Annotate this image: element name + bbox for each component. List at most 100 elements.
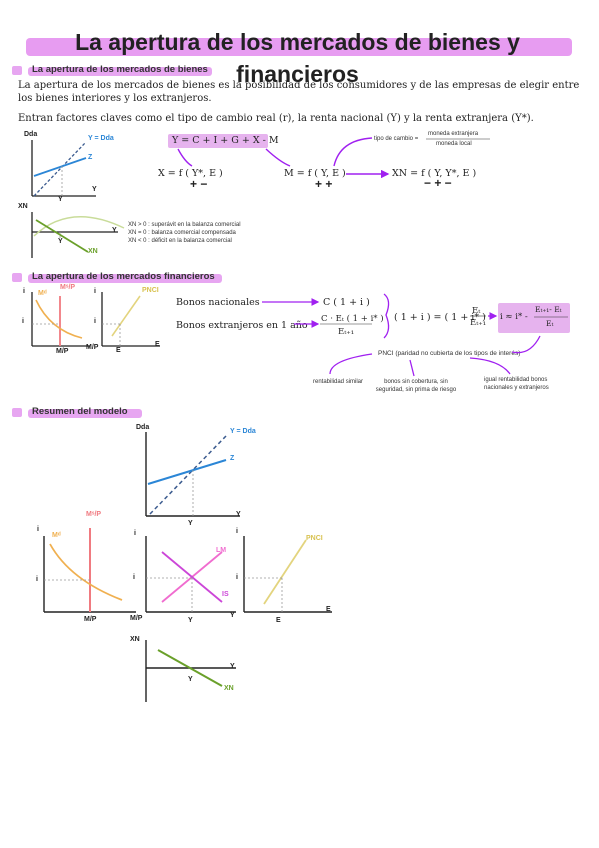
g1-axis-y: Y <box>92 186 97 193</box>
graph-pnci <box>101 292 160 347</box>
pnci-branch-left <box>329 353 373 375</box>
graph-goods-demand <box>31 140 96 197</box>
s1-z-line <box>147 459 227 485</box>
s5-axis-xn: XN <box>130 636 140 643</box>
intro-paragraph-1: La apertura de los mercados de bienes es… <box>18 80 580 104</box>
summary-goods-demand <box>145 432 240 517</box>
s3-axis-i: i <box>134 530 136 537</box>
s1-ydda-line <box>149 435 227 515</box>
s3-is-line <box>161 551 223 603</box>
imports-equation: M = f ( Y, E ) <box>284 168 346 179</box>
s3-axis-y: Y <box>230 612 235 619</box>
intro-paragraph-2: Entran factores claves como el tipo de c… <box>18 113 534 124</box>
s3-curve-lm-label: LM <box>216 547 227 554</box>
graph-net-exports <box>31 212 125 258</box>
xn-note-surplus: XN > 0 : superávit en la balanza comerci… <box>128 222 241 228</box>
arrow-is-to-x <box>177 148 193 167</box>
approx-highlight <box>498 303 570 333</box>
xn-note-balanced: XN = 0 : balanza comercial compensada <box>128 230 236 236</box>
g4-axis-i: i <box>94 288 96 295</box>
s2-axis-i: i <box>37 526 39 533</box>
g2-axis-xn: XN <box>18 203 28 210</box>
finance-brace <box>383 293 390 339</box>
g3-md-curve <box>35 299 83 339</box>
s2-tick-i: i <box>36 576 38 583</box>
g3-curve-md-label: Mᵈ <box>38 290 47 297</box>
s1-curve-ydda-label: Y = Dda <box>230 428 256 435</box>
s4-axis-e: E <box>326 606 331 613</box>
s5-tick-y: Y <box>188 676 193 683</box>
approx-numerator: Eₜ₊₁- Eₜ <box>535 305 562 314</box>
arrow-e-to-exchange-rate <box>333 137 373 167</box>
net-exports-signs: − + − <box>424 176 452 190</box>
bonos-extranjeros-label: Bonos extranjeros en 1 año <box>176 320 308 331</box>
s5-axis-y: Y <box>230 663 235 670</box>
g4-pnci-line <box>111 295 141 337</box>
approx-denominator: Eₜ <box>546 319 554 328</box>
g1-curve-ydda-label: Y = Dda <box>88 135 114 142</box>
bonos-nacionales-value: C ( 1 + i ) <box>323 297 370 308</box>
g4-tick-e: E <box>116 347 121 354</box>
igual-rentabilidad-note: igual rentabilidad bonos nacionales y ex… <box>484 377 549 391</box>
section-header-summary: Resumen del modelo <box>12 405 142 419</box>
bonos-extranjeros-denominator: Eₜ₊₁ <box>338 327 355 337</box>
s2-md-curve <box>49 543 123 601</box>
parity-equation: ( 1 + i ) = ( 1 + i* ) <box>394 312 486 323</box>
s1-curve-z-label: Z <box>230 455 235 462</box>
g2-curve-xn-label: XN <box>88 248 98 255</box>
g1-tick-y: Y <box>58 196 63 203</box>
parity-denominator: Eₜ₊₁ <box>470 318 487 328</box>
section-header-goods: La apertura de los mercados de bienes <box>12 63 212 77</box>
g1-z-line <box>33 157 87 177</box>
s2-axis-mp: M/P <box>130 615 143 622</box>
finance-arrows <box>262 293 568 377</box>
arrow-approx-to-pnci <box>511 335 541 354</box>
g4-axis-e: E <box>155 341 160 348</box>
summary-is-lm <box>145 536 236 613</box>
net-exports-equation: XN = f ( Y, Y*, E ) <box>392 168 477 179</box>
imports-signs: + + <box>315 177 333 191</box>
g2-axis-y: Y <box>112 227 117 234</box>
pnci-branch-mid <box>409 359 415 377</box>
s5-curve-xn-label: XN <box>224 685 234 692</box>
section-header-financial: La apertura de los mercados financieros <box>12 270 222 284</box>
bonos-nacionales-label: Bonos nacionales <box>176 297 260 308</box>
g2-xn-line <box>35 219 89 253</box>
is-equation: Y = C + I + G + X - M <box>172 135 279 146</box>
s1-axis-y: Y <box>236 511 241 518</box>
s2-curve-ms-label: Mˢ/P <box>86 511 102 518</box>
s4-curve-pnci-label: PNCI <box>306 535 323 542</box>
summary-net-exports <box>145 640 236 702</box>
g1-curve-z-label: Z <box>88 154 93 161</box>
g1-ydda-line <box>33 141 87 197</box>
exports-equation: X = f ( Y*, E ) <box>158 168 223 179</box>
s1-tick-y: Y <box>188 520 193 527</box>
exchange-rate-numerator: moneda extranjera <box>428 131 479 137</box>
summary-money-market <box>43 528 136 613</box>
s1-axis-dda: Dda <box>136 424 150 431</box>
g4-tick-i: i <box>94 318 96 325</box>
exchange-rate-denominator: moneda local <box>436 141 472 147</box>
exports-signs: + − <box>190 177 208 191</box>
s4-tick-i: i <box>236 574 238 581</box>
g1-axis-dda: Dda <box>24 131 38 138</box>
g3-axis-i: i <box>23 288 25 295</box>
g3-axis-mp: M/P <box>86 344 99 351</box>
approx-equation: i ≈ i* - <box>500 312 528 322</box>
s4-pnci-line <box>263 539 307 605</box>
parity-numerator: Eₜ <box>472 306 481 316</box>
s3-curve-is-label: IS <box>222 591 229 598</box>
pnci-definition: PNCI (paridad no cubierta de los tipos d… <box>378 350 521 357</box>
arrow-is-to-m <box>265 148 291 167</box>
g3-tick-i: i <box>22 318 24 325</box>
pnci-branch-right <box>469 357 511 375</box>
title-highlight <box>26 38 572 56</box>
sin-cobertura-note: bonos sin cobertura, sin seguridad, sin … <box>375 379 457 393</box>
goods-arrows <box>177 137 490 179</box>
s3-tick-i: i <box>133 574 135 581</box>
g4-curve-pnci-label: PNCI <box>142 287 159 294</box>
bonos-extranjeros-numerator: C · Eₜ ( 1 + i* ) <box>321 314 384 324</box>
g2-tick-y: Y <box>58 238 63 245</box>
